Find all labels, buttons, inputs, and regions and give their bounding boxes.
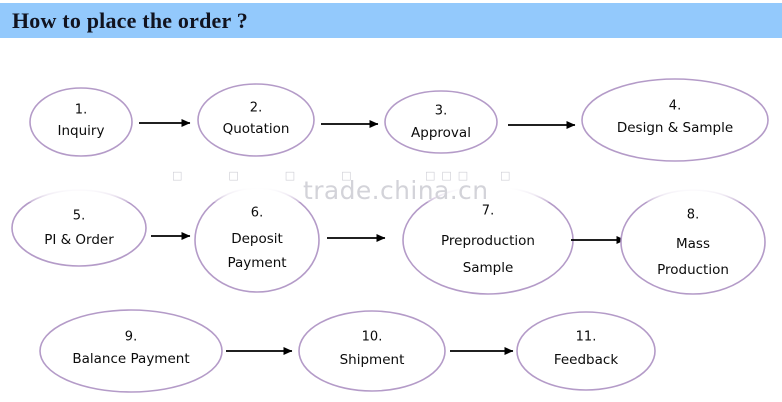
flow-node-10[interactable]: 10. Shipment xyxy=(298,310,446,392)
flow-node-11-label: Feedback xyxy=(554,352,618,368)
flow-node-8-label: Mass xyxy=(676,236,710,252)
flow-node-8-number: 8. xyxy=(687,208,699,223)
flow-node-3[interactable]: 3. Approval xyxy=(384,90,498,154)
flow-node-2[interactable]: 2. Quotation xyxy=(197,83,315,157)
flow-node-4[interactable]: 4. Design & Sample xyxy=(581,78,769,162)
flow-node-7-number: 7. xyxy=(482,204,494,219)
header-banner: How to place the order ? xyxy=(0,3,782,38)
flow-node-6[interactable]: 6. Deposit Payment xyxy=(194,187,320,293)
flow-node-7-label-2: Sample xyxy=(463,260,514,276)
flow-node-2-number: 2. xyxy=(250,101,262,116)
flow-node-2-label: Quotation xyxy=(223,121,290,137)
flow-node-8-label-2: Production xyxy=(657,262,729,278)
flow-node-6-label-2: Payment xyxy=(227,255,286,271)
flow-node-10-number: 10. xyxy=(362,330,383,345)
flow-node-4-number: 4. xyxy=(669,99,681,114)
flow-node-1[interactable]: 1. Inquiry xyxy=(29,87,133,157)
flow-node-8[interactable]: 8. Mass Production xyxy=(620,189,766,295)
flow-node-5-label: PI & Order xyxy=(44,232,114,248)
flow-node-5-number: 5. xyxy=(73,209,85,224)
flow-node-3-number: 3. xyxy=(435,104,447,119)
flow-node-4-label: Design & Sample xyxy=(617,120,733,136)
flow-node-9[interactable]: 9. Balance Payment xyxy=(39,309,223,393)
page-title: How to place the order ? xyxy=(12,8,248,33)
flow-node-1-number: 1. xyxy=(75,103,87,118)
flow-node-6-label: Deposit xyxy=(231,231,283,247)
flow-node-11-number: 11. xyxy=(576,330,597,345)
flow-node-7[interactable]: 7. Preproduction Sample xyxy=(402,185,574,295)
flow-node-1-label: Inquiry xyxy=(58,123,105,139)
flow-node-7-label: Preproduction xyxy=(441,233,535,249)
flow-node-3-label: Approval xyxy=(411,125,471,141)
flow-node-5[interactable]: 5. PI & Order xyxy=(11,189,147,267)
flow-node-9-label: Balance Payment xyxy=(72,351,189,367)
flow-node-11[interactable]: 11. Feedback xyxy=(516,311,656,391)
flow-node-6-number: 6. xyxy=(251,206,263,221)
flow-node-9-number: 9. xyxy=(125,330,137,345)
flow-node-10-label: Shipment xyxy=(340,352,405,368)
